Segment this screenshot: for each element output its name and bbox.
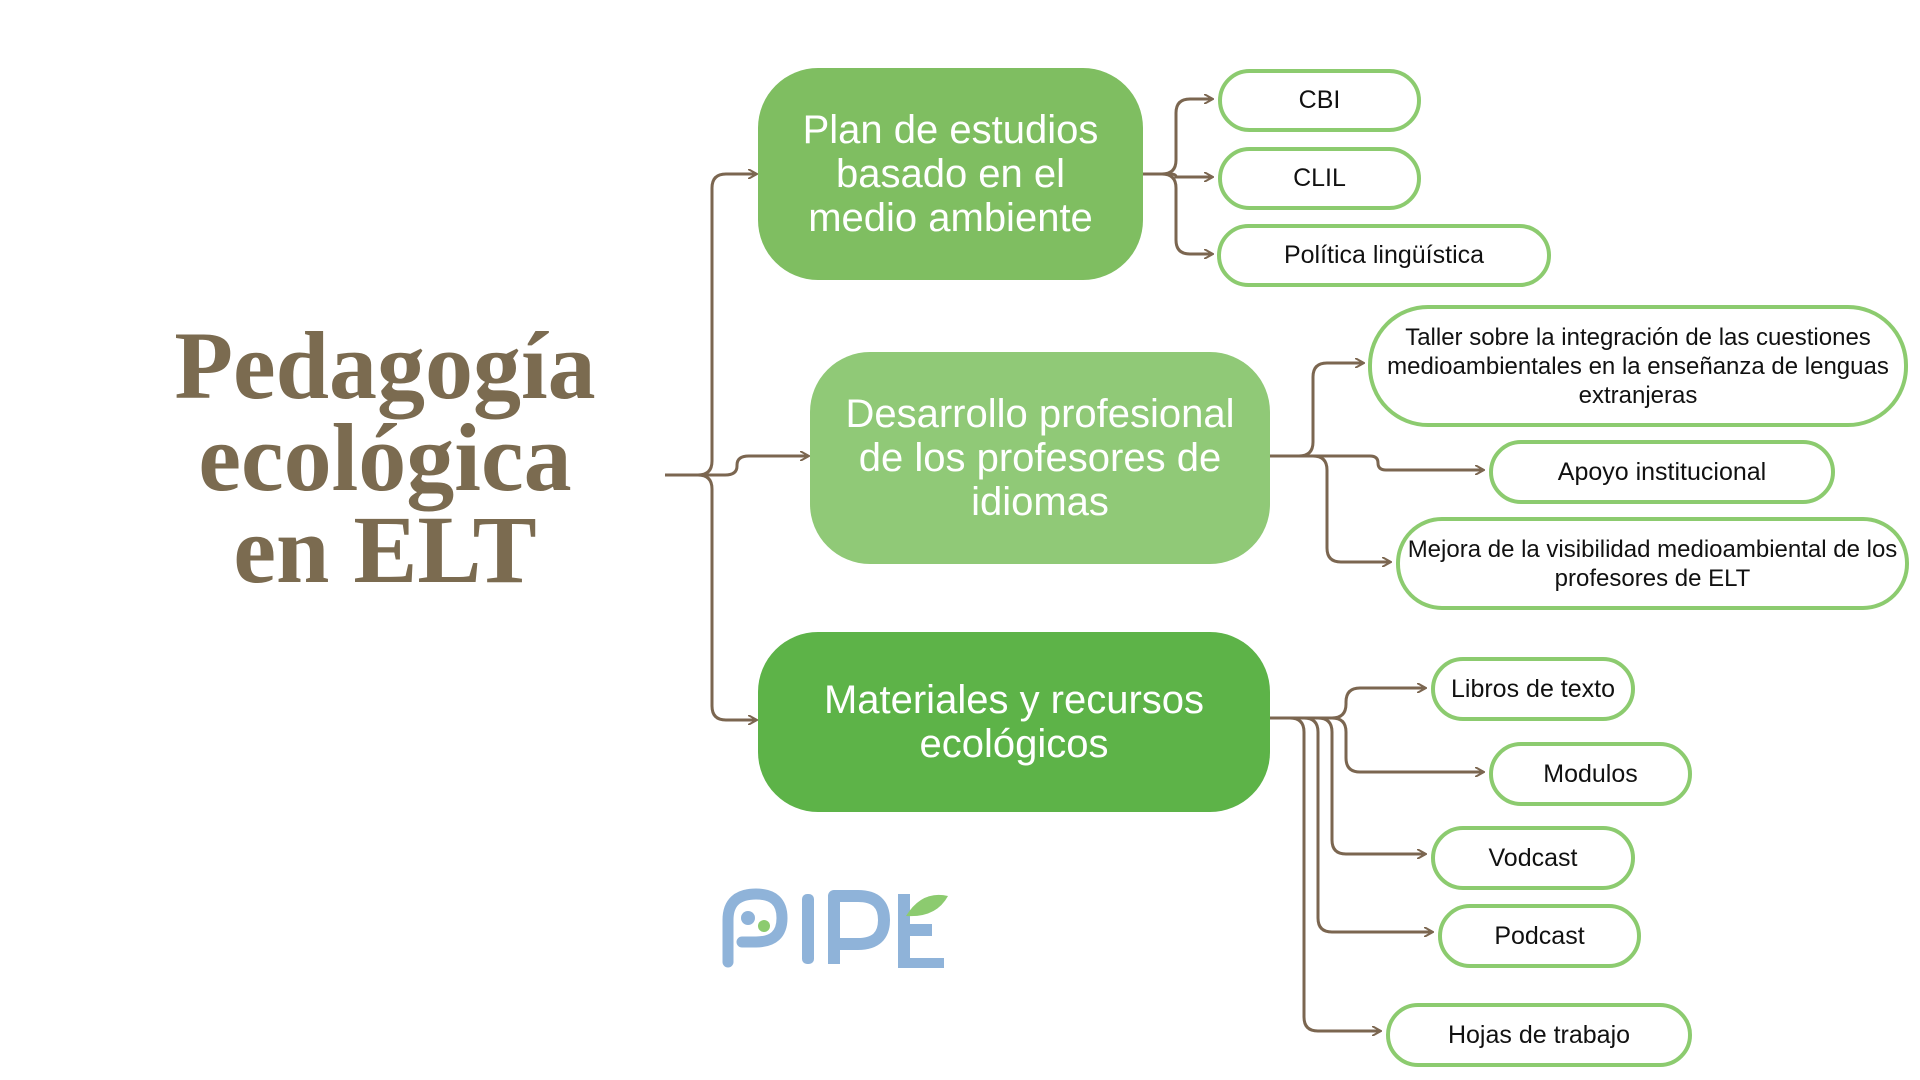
leaf-node-hojas-de-trabajo: Hojas de trabajo (1386, 1003, 1692, 1067)
leaf-label: Apoyo institucional (1557, 457, 1767, 486)
leaf-node-clil: CLIL (1218, 147, 1421, 210)
leaf-node-vodcast: Vodcast (1431, 826, 1635, 890)
connector-b3-vodcast (1267, 716, 1425, 854)
branch-node-professional-development: Desarrollo profesional de los profesores… (810, 352, 1270, 564)
leaf-node-podcast: Podcast (1438, 904, 1641, 968)
connector-root-branch-3 (665, 473, 756, 720)
leaf-node-taller: Taller sobre la integración de las cuest… (1368, 305, 1908, 427)
connector-root-branch-2 (665, 456, 808, 477)
connector-b2-apoyo (1267, 454, 1483, 470)
branch-label-professional-development: Desarrollo profesional de los profesores… (845, 392, 1235, 524)
leaf-label: CBI (1298, 86, 1341, 114)
connector-b1-cbi (1140, 99, 1212, 176)
leaf-label: Taller sobre la integración de las cuest… (1387, 323, 1889, 409)
branch-label-materials: Materiales y recursos ecológicos (823, 678, 1205, 766)
leaf-label: Política lingüística (1283, 241, 1485, 269)
connector-b1-politica (1140, 172, 1212, 254)
branch-label-curriculum: Plan de estudios basado en el medio ambi… (802, 108, 1099, 240)
branch-node-curriculum: Plan de estudios basado en el medio ambi… (758, 68, 1143, 280)
diagram-title: Pedagogía ecológica en ELT (150, 312, 620, 603)
leaf-label: Libros de texto (1451, 674, 1615, 703)
title-line-2: ecológica (198, 404, 572, 511)
leaf-label: Podcast (1494, 921, 1585, 950)
leaf-label: Hojas de trabajo (1447, 1020, 1631, 1049)
leaf-node-politica-linguistica: Política lingüística (1217, 224, 1551, 287)
leaf-node-mejora-visibilidad: Mejora de la visibilidad medioambiental … (1396, 517, 1909, 610)
connector-b2-mejora (1267, 454, 1390, 562)
leaf-node-libros-de-texto: Libros de texto (1431, 657, 1635, 721)
connector-b3-hojas (1267, 716, 1380, 1031)
leaf-label: Mejora de la visibilidad medioambiental … (1407, 535, 1898, 592)
leaf-label: Vodcast (1488, 843, 1578, 872)
branch-node-materials: Materiales y recursos ecológicos (758, 632, 1270, 812)
leaf-node-modulos: Modulos (1489, 742, 1692, 806)
title-line-3: en ELT (233, 496, 537, 603)
pipe-logo (722, 888, 948, 968)
connector-b3-libros (1267, 688, 1425, 720)
connector-b3-podcast (1267, 716, 1432, 932)
leaf-label: Modulos (1543, 759, 1638, 788)
connector-root-branch-1 (665, 174, 756, 477)
connector-b3-modulos (1267, 716, 1483, 772)
connector-b2-taller (1267, 363, 1363, 458)
leaf-label: CLIL (1293, 164, 1346, 192)
leaf-node-cbi: CBI (1218, 69, 1421, 132)
leaf-node-apoyo-institucional: Apoyo institucional (1489, 440, 1835, 504)
title-line-1: Pedagogía (174, 312, 596, 419)
